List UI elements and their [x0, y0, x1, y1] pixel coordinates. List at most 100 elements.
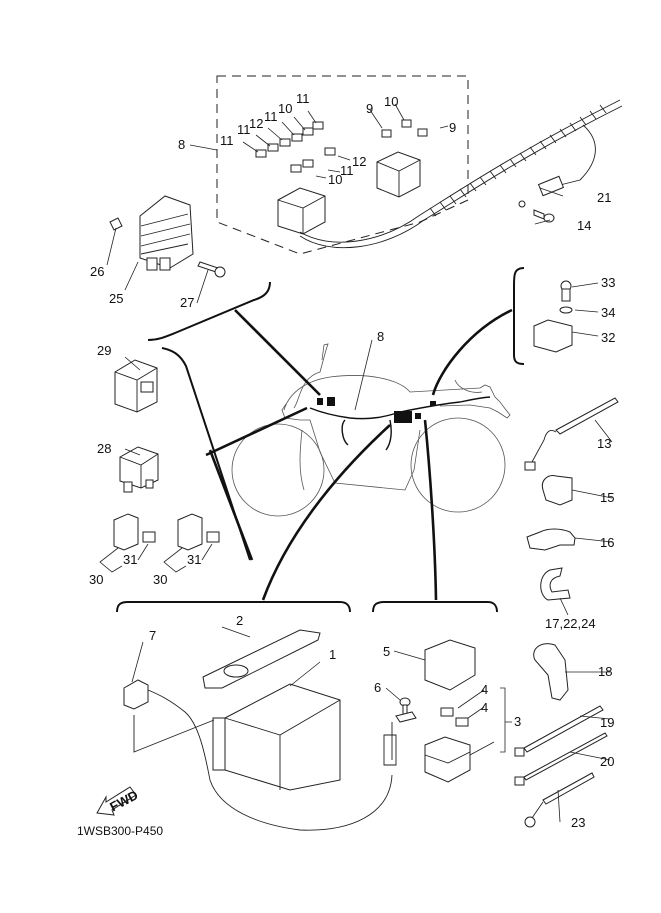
label-10[interactable]: 10: [328, 172, 342, 187]
label-8-center[interactable]: 8: [377, 329, 384, 344]
motorcycle-silhouette: [231, 343, 511, 517]
label-4[interactable]: 4: [481, 700, 488, 715]
label-11[interactable]: 11: [237, 122, 251, 137]
callout-line-connector: [431, 308, 513, 396]
callout-line-relays: [205, 406, 308, 457]
terminal-cover[interactable]: [123, 679, 393, 831]
label-12[interactable]: 12: [249, 116, 263, 131]
fuse-cluster-left[interactable]: [255, 121, 336, 173]
group-bracket-starter-relay: [372, 601, 498, 613]
label-5[interactable]: 5: [383, 644, 390, 659]
starter-relay-3[interactable]: [424, 736, 471, 783]
callout-bracket-regulator: [147, 281, 271, 341]
label-2[interactable]: 2: [236, 613, 243, 628]
drawing-code: 1WSB300-P450: [77, 824, 163, 838]
label-28[interactable]: 28: [97, 441, 111, 456]
fuse-box-right[interactable]: [376, 151, 421, 198]
clamp-15[interactable]: [541, 475, 573, 506]
label-1[interactable]: 1: [329, 647, 336, 662]
callout-line-relays-2: [208, 449, 254, 561]
label-8[interactable]: 8: [178, 137, 185, 152]
label-26[interactable]: 26: [90, 264, 104, 279]
label-9[interactable]: 9: [449, 120, 456, 135]
battery[interactable]: [212, 683, 341, 791]
bike-component-b: [327, 397, 335, 406]
callout-line-battery: [261, 424, 391, 601]
label-18[interactable]: 18: [598, 664, 612, 679]
bike-component-e: [430, 401, 436, 406]
relay-28[interactable]: [119, 446, 159, 493]
relay-cover-5[interactable]: [424, 639, 476, 691]
cable-tie-19[interactable]: [514, 705, 604, 757]
leader-lines: [106, 103, 613, 823]
label-31[interactable]: 31: [187, 552, 201, 567]
label-7[interactable]: 7: [149, 628, 156, 643]
label-11[interactable]: 11: [296, 91, 310, 106]
label-31[interactable]: 31: [123, 552, 137, 567]
label-29[interactable]: 29: [97, 343, 111, 358]
harness-dashed-boundary: [216, 75, 469, 255]
connector-32[interactable]: [533, 280, 573, 353]
battery-band[interactable]: [202, 629, 321, 689]
bike-component-a: [317, 398, 323, 405]
label-11[interactable]: 11: [264, 109, 278, 124]
cable-tie-20[interactable]: [514, 732, 608, 786]
label-30[interactable]: 30: [89, 572, 103, 587]
label-14[interactable]: 14: [577, 218, 591, 233]
label-15[interactable]: 15: [600, 490, 614, 505]
group-bracket-battery: [116, 601, 351, 613]
label-23[interactable]: 23: [571, 815, 585, 830]
cable-tie-13[interactable]: [524, 397, 619, 471]
label-21[interactable]: 21: [597, 190, 611, 205]
bolt-14[interactable]: [533, 209, 545, 220]
label-10[interactable]: 10: [384, 94, 398, 109]
callout-line-starter: [423, 419, 438, 601]
fuse-cluster-right[interactable]: [381, 119, 428, 138]
label-4[interactable]: 4: [481, 682, 488, 697]
fuse-4[interactable]: [440, 707, 469, 727]
callout-line-regulator: [234, 309, 321, 396]
spiral-wrap: [429, 104, 607, 217]
bike-component-d: [415, 413, 421, 419]
label-27[interactable]: 27: [180, 295, 194, 310]
clamp-18[interactable]: [533, 643, 569, 701]
bike-component-c: [394, 411, 412, 423]
label-17-22-24[interactable]: 17,22,24: [545, 616, 596, 631]
clamp-16[interactable]: [526, 528, 576, 551]
harness-wire: [299, 99, 621, 243]
label-30[interactable]: 30: [153, 572, 167, 587]
rear-wheel: [410, 417, 506, 513]
label-16[interactable]: 16: [600, 535, 614, 550]
label-13[interactable]: 13: [597, 436, 611, 451]
cable-tie-23[interactable]: [524, 772, 595, 828]
group-bracket-left: [161, 347, 251, 561]
relay-socket-30-right[interactable]: [177, 513, 220, 551]
label-33[interactable]: 33: [601, 275, 615, 290]
label-32[interactable]: 32: [601, 330, 615, 345]
sensor-21[interactable]: [537, 175, 565, 197]
clamp-17-22-24[interactable]: [540, 567, 571, 601]
label-25[interactable]: 25: [109, 291, 123, 306]
label-9[interactable]: 9: [366, 101, 373, 116]
front-wheel: [231, 423, 325, 517]
relay-socket-30-left[interactable]: [113, 513, 156, 551]
fuse-box-left[interactable]: [277, 187, 326, 235]
label-12[interactable]: 12: [352, 154, 366, 169]
label-11[interactable]: 11: [340, 163, 354, 178]
label-3[interactable]: 3: [514, 714, 521, 729]
rectifier-regulator[interactable]: [109, 195, 226, 278]
label-34[interactable]: 34: [601, 305, 615, 320]
label-10[interactable]: 10: [278, 101, 292, 116]
label-20[interactable]: 20: [600, 754, 614, 769]
group-bracket-top-right: [513, 267, 525, 365]
label-11[interactable]: 11: [220, 133, 234, 148]
relay-29[interactable]: [114, 359, 158, 413]
label-19[interactable]: 19: [600, 715, 614, 730]
part-labels: 8 11 11 12 11 10 11 12 11 10 9 10 9 21 1…: [89, 91, 615, 830]
label-6[interactable]: 6: [374, 680, 381, 695]
fwd-label: FWD: [107, 787, 140, 814]
bolt-6[interactable]: [383, 697, 417, 766]
ring-terminal: [518, 200, 526, 208]
fwd-arrow-icon: FWD: [96, 786, 140, 816]
